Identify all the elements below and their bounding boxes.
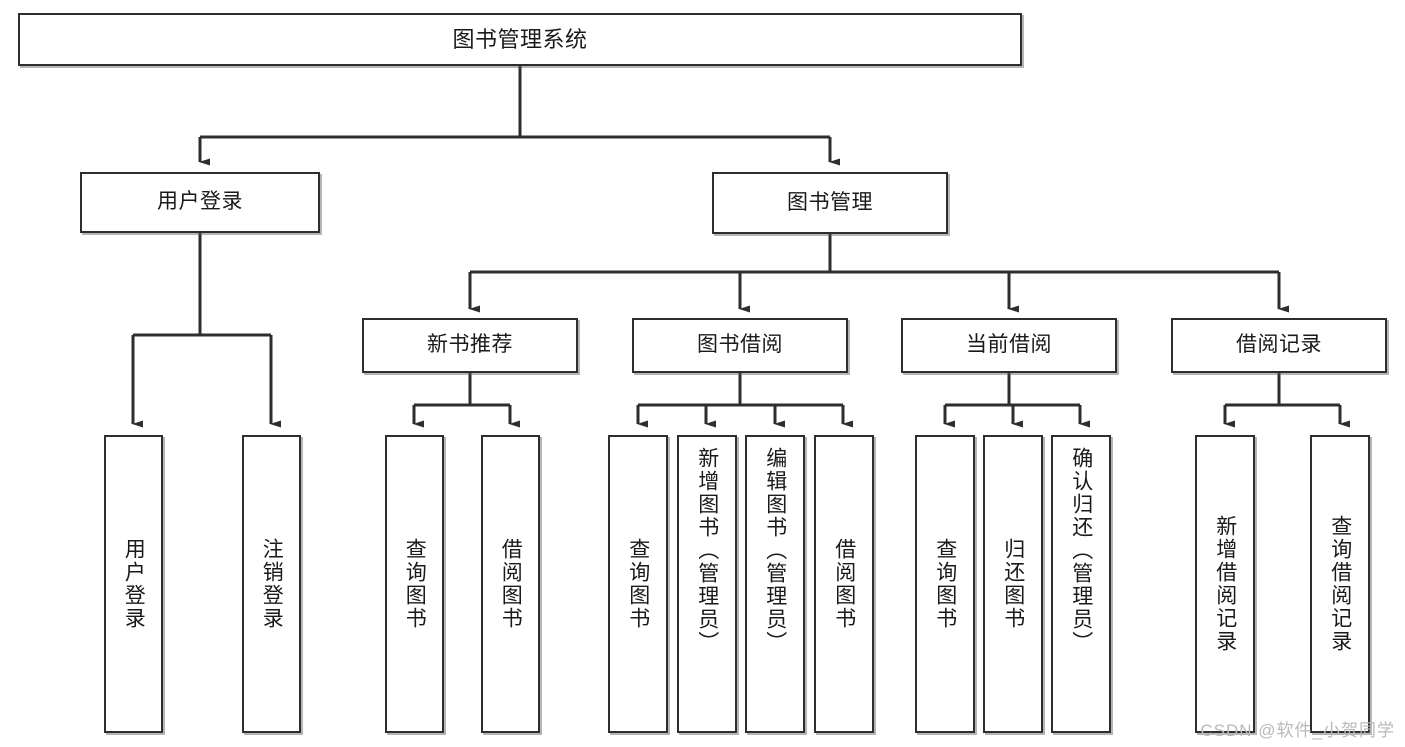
- node-label: 查询借阅记录: [1328, 515, 1352, 653]
- node-label: 归还图书: [1001, 538, 1025, 630]
- leaf-return-book[interactable]: 归还图书: [983, 435, 1043, 733]
- node-label: 用户登录: [122, 538, 146, 630]
- leaf-query-book-recommend[interactable]: 查询图书: [385, 435, 444, 733]
- watermark-text: CSDN @软件_小贺同学: [1200, 721, 1395, 740]
- node-label: 新增图书（管理员）: [695, 447, 719, 654]
- node-label: 借阅记录: [1236, 333, 1322, 357]
- leaf-edit-book-admin[interactable]: 编辑图书（管理员）: [745, 435, 805, 733]
- node-label: 查询图书: [626, 538, 650, 630]
- node-new-book-recommend[interactable]: 新书推荐: [362, 318, 578, 373]
- node-label: 用户登录: [157, 190, 243, 214]
- node-root-system[interactable]: 图书管理系统: [18, 13, 1022, 66]
- leaf-borrow-book[interactable]: 借阅图书: [814, 435, 874, 733]
- node-current-borrow[interactable]: 当前借阅: [901, 318, 1117, 373]
- node-label: 新增借阅记录: [1213, 515, 1237, 653]
- node-label: 查询图书: [933, 538, 957, 630]
- leaf-add-book-admin[interactable]: 新增图书（管理员）: [677, 435, 737, 733]
- node-book-borrow[interactable]: 图书借阅: [632, 318, 848, 373]
- node-book-management[interactable]: 图书管理: [712, 172, 948, 234]
- leaf-query-borrow-record[interactable]: 查询借阅记录: [1310, 435, 1370, 733]
- node-label: 确认归还（管理员）: [1069, 447, 1093, 654]
- leaf-query-book-current[interactable]: 查询图书: [915, 435, 975, 733]
- node-label: 当前借阅: [966, 333, 1052, 357]
- node-label: 图书管理系统: [452, 26, 588, 52]
- node-label: 编辑图书（管理员）: [763, 447, 787, 654]
- leaf-confirm-return-admin[interactable]: 确认归还（管理员）: [1051, 435, 1111, 733]
- leaf-add-borrow-record[interactable]: 新增借阅记录: [1195, 435, 1255, 733]
- node-user-login[interactable]: 用户登录: [80, 172, 320, 233]
- node-label: 查询图书: [403, 538, 427, 630]
- leaf-borrow-book-recommend[interactable]: 借阅图书: [481, 435, 540, 733]
- node-label: 注销登录: [260, 538, 284, 630]
- node-label: 新书推荐: [427, 333, 513, 357]
- leaf-user-login[interactable]: 用户登录: [104, 435, 163, 733]
- node-label: 图书借阅: [697, 333, 783, 357]
- leaf-logout-login[interactable]: 注销登录: [242, 435, 301, 733]
- node-label: 借阅图书: [832, 538, 856, 630]
- node-label: 图书管理: [787, 190, 873, 214]
- leaf-query-book-borrow[interactable]: 查询图书: [608, 435, 668, 733]
- node-borrow-record[interactable]: 借阅记录: [1171, 318, 1387, 373]
- node-label: 借阅图书: [499, 538, 523, 630]
